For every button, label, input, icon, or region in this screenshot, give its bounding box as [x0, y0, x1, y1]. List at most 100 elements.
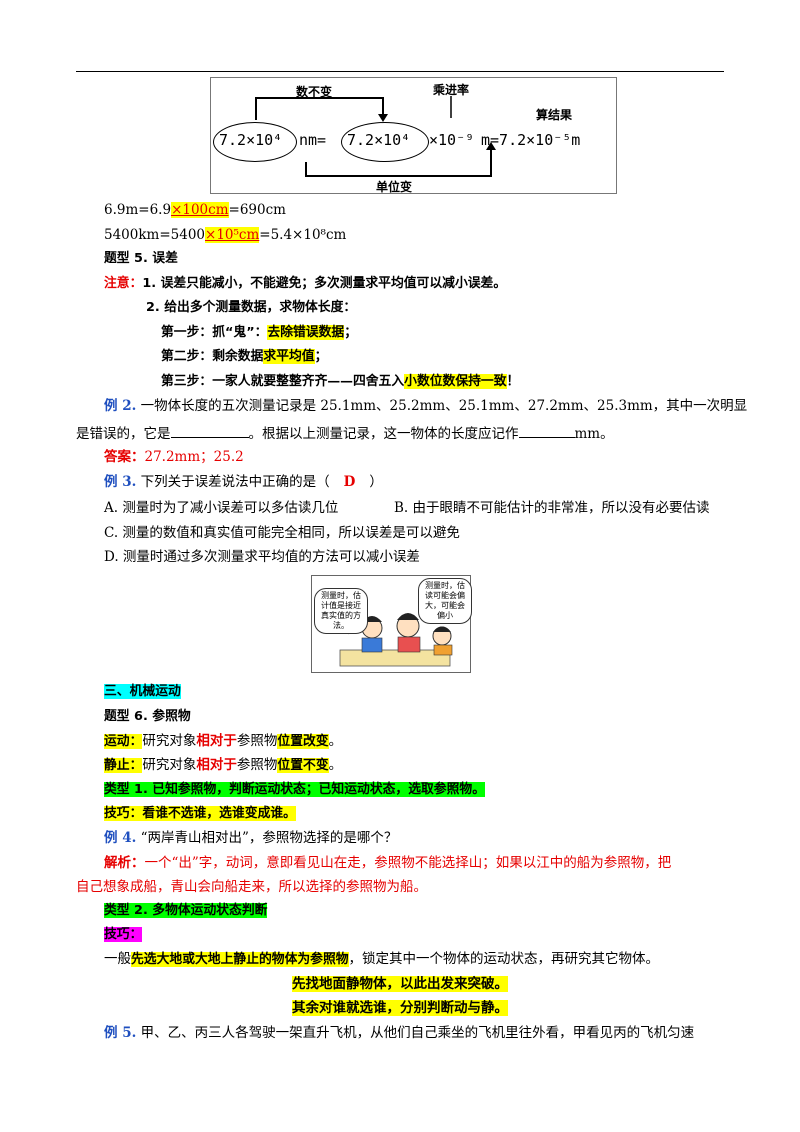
example5-text: 甲、乙、丙三人各驾驶一架直升飞机，从他们自己乘坐的飞机里往外看，甲看见丙的飞机匀…: [136, 1025, 695, 1041]
bubble-right: 测量时，估读可能会偏大，可能会偏小: [418, 578, 472, 624]
step1-post: ；: [344, 325, 357, 340]
type1-line: 类型 1. 已知参照物，判断运动状态；已知运动状态，选取参照物。: [104, 781, 485, 799]
tip1-line: 技巧：看谁不选谁，选谁变成谁。: [104, 805, 296, 823]
example2-text-2c: mm。: [574, 426, 614, 442]
section6-title: 题型 6. 参照物: [104, 709, 191, 724]
motion-label: 运动：: [104, 734, 143, 749]
type2-text-pre: 一般: [104, 951, 131, 967]
rhyme-2: 其余对谁就选谁，分别判断动与静。: [0, 999, 800, 1017]
example2-label: 例 2.: [104, 398, 137, 414]
static-relative: 相对于: [196, 757, 237, 773]
motion-end: 。: [328, 733, 343, 749]
step2-highlight: 求平均值: [263, 349, 315, 364]
example2-text-2b: 。根据以上测量记录，这一物体的长度应记作: [248, 426, 519, 442]
note-line-1: 注意：1. 误差只能减小，不能避免；多次测量求平均值可以减小误差。: [104, 275, 506, 293]
type2-text: 一般先选大地或大地上静止的物体为参照物，锁定其中一个物体的运动状态，再研究其它物…: [104, 950, 659, 969]
blank-2: [518, 423, 575, 438]
conversion-line-1: 6.9m=6.9×100cm=690cm: [104, 201, 286, 219]
example2-text-1: 一物体长度的五次测量记录是 25.1mm、25.2mm、25.1mm、27.2m…: [136, 398, 748, 414]
rhyme-2-text: 其余对谁就选谁，分别判断动与静。: [292, 1000, 508, 1016]
step1-pre: 第一步：抓“鬼”：: [161, 325, 268, 340]
static-label: 静止：: [104, 758, 143, 773]
section5-title: 题型 5. 误差: [104, 251, 178, 266]
formula-right: m=7.2×10⁻⁵m: [481, 131, 581, 149]
type2-text-post: ，锁定其中一个物体的运动状态，再研究其它物体。: [348, 951, 660, 967]
example4-label: 例 4.: [104, 830, 137, 846]
label-result: 算结果: [536, 108, 573, 122]
conversion-factor: ×100cm: [171, 202, 229, 218]
option-a: A. 测量时为了减小误差可以多估读几位: [104, 500, 339, 516]
example4-line: 例 4. “两岸青山相对出”，参照物选择的是哪个？: [104, 829, 397, 847]
example3-answer: D: [343, 474, 356, 490]
type2-text-highlight: 先选大地或大地上静止的物体为参照物: [131, 952, 349, 967]
answer-text: 27.2mm；25.2: [144, 449, 244, 465]
example2-answer: 答案：27.2mm；25.2: [104, 448, 244, 466]
example2-text-2a: 是错误的，它是: [76, 426, 171, 442]
blank-1: [170, 423, 249, 438]
mid-ellipse: [341, 122, 429, 162]
example3-label: 例 3.: [104, 474, 137, 490]
header-rule: [76, 71, 724, 72]
option-b: B. 由于眼睛不可能估计的非常准，所以没有必要估读: [394, 500, 710, 516]
step3-pre: 第三步：一家人就要整整齐齐——四舍五入: [161, 374, 405, 389]
motion-line: 运动：研究对象相对于参照物位置改变。: [104, 732, 342, 751]
static-highlight: 位置不变: [277, 758, 329, 773]
static-mid: 参照物: [236, 757, 278, 773]
formula-nm: nm=: [299, 131, 327, 149]
step2-pre: 第二步：剩余数据: [161, 349, 264, 364]
example4-text: “两岸青山相对出”，参照物选择的是哪个？: [136, 830, 398, 846]
conversion-factor: ×10⁵cm: [205, 227, 260, 243]
left-ellipse: [213, 122, 297, 162]
tip1-text: 技巧：看谁不选谁，选谁变成谁。: [104, 806, 296, 821]
formula-mid: 7.2×10⁴: [347, 131, 411, 149]
analysis-line-1: 解析：一个“出”字，动词，意即看见山在走，参照物不能选择山；如果以江中的船为参照…: [104, 854, 671, 872]
unit-conversion-diagram: 数不变 乘进率 算结果 单位变 7.2×10⁴ nm= 7.2×10⁴ ×10⁻…: [210, 77, 617, 194]
analysis-text-1: 一个“出”字，动词，意即看见山在走，参照物不能选择山；如果以江中的船为参照物，把: [144, 855, 672, 871]
conversion-prefix: 6.9m=6.9: [104, 202, 172, 218]
example3-question-text: 下列关于误差说法中正确的是（: [136, 474, 330, 490]
cartoon-illustration: 测量时，估计值是接近真实值的方法。 测量时，估读可能会偏大，可能会偏小: [311, 575, 472, 673]
formula-rate: ×10⁻⁹: [429, 131, 475, 149]
motion-mid: 参照物: [236, 733, 278, 749]
analysis-line-2: 自己想象成船，青山会向船走来，所以选择的参照物为船。: [76, 879, 427, 895]
type2-tip-label: 技巧：: [104, 927, 143, 942]
note-line-2: 2. 给出多个测量数据，求物体长度：: [146, 300, 357, 315]
rhyme-1: 先找地面静物体，以此出发来突破。: [0, 975, 800, 993]
step3-highlight: 小数位数保持一致: [404, 374, 507, 389]
type2-tip: 技巧：: [104, 926, 143, 944]
example2-line-2: 是错误的，它是 。根据以上测量记录，这一物体的长度应记作 mm。: [76, 423, 614, 443]
conversion-suffix: =5.4×10⁸cm: [259, 227, 347, 243]
conversion-prefix: 5400km=5400: [104, 227, 206, 243]
step-1: 第一步：抓“鬼”：去除错误数据；: [161, 324, 357, 342]
step-3: 第三步：一家人就要整整齐齐——四舍五入小数位数保持一致！: [161, 373, 519, 391]
analysis-label: 解析：: [104, 855, 145, 871]
note-label: 注意：: [104, 276, 143, 291]
answer-label: 答案：: [104, 449, 145, 465]
step3-post: ！: [506, 374, 520, 389]
option-c: C. 测量的数值和真实值可能完全相同，所以误差是可以避免: [104, 525, 460, 541]
example2-line-1: 例 2. 一物体长度的五次测量记录是 25.1mm、25.2mm、25.1mm、…: [104, 397, 747, 415]
motion-pre: 研究对象: [142, 733, 197, 749]
static-line: 静止：研究对象相对于参照物位置不变。: [104, 756, 342, 775]
option-d: D. 测量时通过多次测量求平均值的方法可以减小误差: [104, 549, 420, 565]
step1-highlight: 去除错误数据: [267, 325, 345, 340]
label-num-unchanged: 数不变: [296, 85, 333, 99]
section3-title-text: 三、机械运动: [104, 684, 181, 699]
conversion-line-2: 5400km=5400×10⁵cm=5.4×10⁸cm: [104, 226, 346, 244]
rhyme-1-text: 先找地面静物体，以此出发来突破。: [292, 976, 508, 992]
static-pre: 研究对象: [142, 757, 197, 773]
section3-title: 三、机械运动: [104, 683, 181, 701]
type2-title-text: 类型 2. 多物体运动状态判断: [104, 903, 268, 918]
conversion-suffix: =690cm: [228, 202, 286, 218]
example3-question: 例 3. 下列关于误差说法中正确的是（ D ）: [104, 473, 383, 491]
note-text-1: 1. 误差只能减小，不能避免；多次测量求平均值可以减小误差。: [142, 276, 507, 291]
formula-left: 7.2×10⁴: [219, 131, 283, 149]
step-2: 第二步：剩余数据求平均值；: [161, 348, 327, 366]
example5-label: 例 5.: [104, 1025, 137, 1041]
motion-relative: 相对于: [196, 733, 237, 749]
static-end: 。: [328, 757, 343, 773]
motion-highlight: 位置改变: [277, 734, 329, 749]
example3-close: ）: [369, 474, 383, 490]
type2-title: 类型 2. 多物体运动状态判断: [104, 902, 268, 920]
diagram-arrows: [255, 96, 496, 177]
